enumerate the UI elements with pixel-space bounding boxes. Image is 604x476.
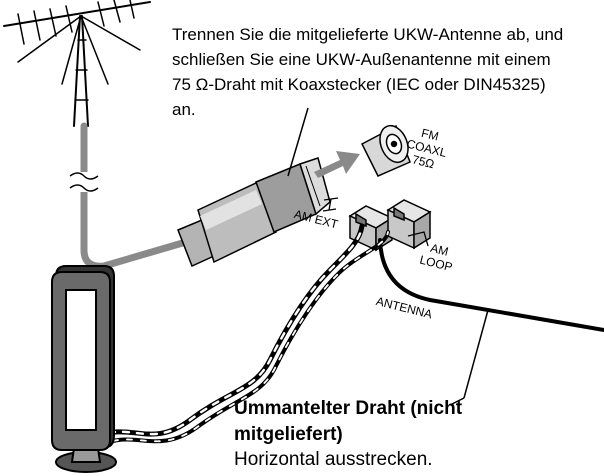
callout-line-2: schließen Sie eine UKW-Außenantenne mit … <box>172 50 551 69</box>
antenna-leader-top <box>463 309 489 399</box>
fm-coax-terminal <box>361 124 411 177</box>
ground-symbol <box>322 197 339 212</box>
am-loop-antenna <box>51 265 117 473</box>
external-antenna-wire <box>378 238 604 332</box>
am-loop-twisted-wire <box>93 223 390 448</box>
callout-line-3: 75 Ω-Draht mit Koaxstecker (IEC oder DIN… <box>172 75 546 94</box>
insert-arrow <box>314 151 360 178</box>
wire-note: Horizontal ausstrecken. <box>234 449 433 470</box>
callout-leader <box>287 107 309 177</box>
callout-text: Trennen Sie die mitgelieferte UKW-Antenn… <box>172 22 598 122</box>
wire-title-line-1: Ummantelter Draht (nicht <box>234 398 463 419</box>
antenna-leader-lower <box>451 397 465 405</box>
callout-line-1: Trennen Sie die mitgelieferte UKW-Antenn… <box>172 25 564 44</box>
coax-plug <box>177 157 331 268</box>
fm-downlead-cable <box>80 122 190 270</box>
am-loop-bracket <box>407 231 429 247</box>
callout-line-4: an. <box>172 100 196 119</box>
outdoor-fm-antenna <box>3 0 151 127</box>
am-terminal-block <box>348 199 432 252</box>
wire-title: Ummantelter Draht (nicht mitgeliefert) <box>234 396 462 448</box>
wire-title-line-2: mitgeliefert) <box>234 424 343 445</box>
cable-break-mark <box>69 172 99 192</box>
